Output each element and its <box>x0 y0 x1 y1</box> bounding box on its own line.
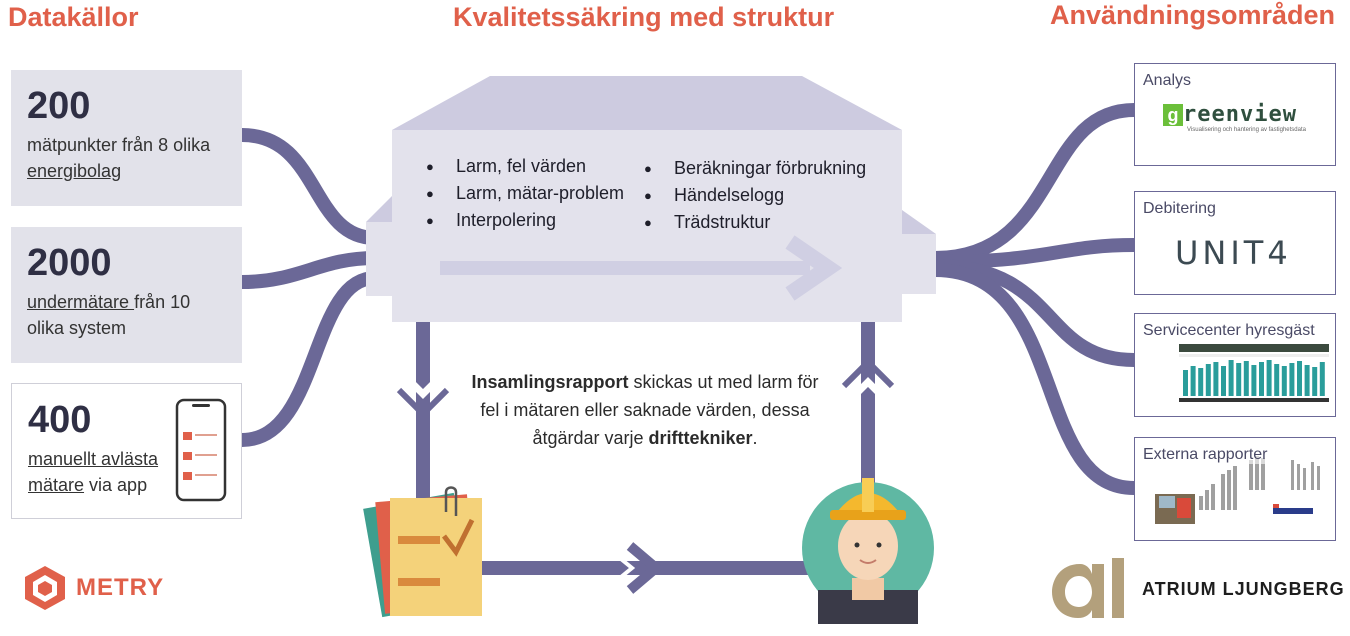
report-description: Insamlingsrapport skickas ut med larm fö… <box>471 372 819 448</box>
up-chevron <box>841 377 895 409</box>
thumbnail-bar <box>1205 364 1211 396</box>
thumbnail-bar <box>1213 362 1219 396</box>
usage-label: Servicecenter hyresgäst <box>1143 322 1315 339</box>
right-chevron <box>626 542 664 594</box>
thumbnail-bar <box>1289 363 1295 396</box>
quality-item: Händelselogg <box>644 182 866 209</box>
technician-icon <box>802 478 934 624</box>
thumbnail-bar <box>1304 365 1310 396</box>
pipe-usage-3 <box>928 259 1141 367</box>
source-description: mätpunkter från 8 olika energibolag <box>27 135 211 181</box>
thumbnail-bar <box>1228 360 1234 396</box>
pipe-loop <box>416 315 875 575</box>
heading-quality: Kvalitetssäkring med struktur <box>453 2 835 32</box>
machine-flow-arrow-head <box>785 235 843 301</box>
thumbnail-bar <box>1243 361 1249 396</box>
usage-box-debitering: Debitering UNIT4 <box>1134 191 1336 295</box>
thumbnail-bar <box>1190 366 1196 396</box>
thumbnail-bar <box>1236 363 1242 396</box>
source-description: undermätare från 10 olika system <box>27 292 191 338</box>
metry-logo: METRY <box>22 564 164 612</box>
metry-logo-text: METRY <box>76 574 165 601</box>
atrium-logo-text: ATRIUM LJUNGBERG <box>1142 578 1345 599</box>
thumbnail-bar <box>1266 360 1272 396</box>
source-number: 400 <box>28 399 92 441</box>
thumbnail-bar <box>1259 362 1264 396</box>
metry-logo-icon <box>25 566 65 610</box>
usage-label: Externa rapporter <box>1143 446 1268 464</box>
thumbnail-bar <box>1251 365 1257 396</box>
thumbnail-bar <box>1221 366 1226 396</box>
down-chevron <box>396 367 450 399</box>
pipe-usage-1 <box>928 103 1141 265</box>
phone-icon <box>175 398 227 502</box>
bar-chart-thumbnail <box>1179 344 1329 402</box>
pipe-usage-4 <box>928 263 1141 495</box>
quality-item: Larm, mätar-problem <box>426 180 624 207</box>
source-description: manuellt avlästa mätare via app <box>28 449 159 495</box>
heading-sources: Datakällor <box>8 2 139 32</box>
machine-flow-arrow-shaft <box>440 261 810 275</box>
quality-item: Beräkningar förbrukning <box>644 155 866 182</box>
unit4-logo: UNIT4 <box>1175 234 1292 272</box>
thumbnail-bar <box>1319 362 1325 396</box>
quality-item: Trädstruktur <box>644 209 866 236</box>
pipe-source-3 <box>235 271 382 447</box>
atrium-logo-mark <box>1052 558 1124 618</box>
usage-box-externa: Externa rapporter <box>1134 437 1336 541</box>
quality-list-left: Larm, fel värden Larm, mätar-problem Int… <box>426 153 624 234</box>
quality-item: Interpolering <box>426 207 624 234</box>
thumbnail-bar <box>1274 364 1280 396</box>
usage-box-servicecenter: Servicecenter hyresgäst <box>1134 313 1336 417</box>
usage-label: Analys <box>1143 72 1192 89</box>
thumbnail-bar <box>1297 361 1302 396</box>
source-number: 2000 <box>27 242 112 284</box>
thumbnail-bar <box>1312 367 1318 396</box>
pipe-usage-2 <box>928 238 1141 269</box>
thumbnail-bar <box>1281 366 1287 396</box>
machine-right-step <box>902 210 936 234</box>
usage-label: Debitering <box>1143 200 1216 217</box>
report-documents-icon <box>363 486 482 618</box>
report-thumbnail <box>1155 456 1320 524</box>
thumbnail-bar <box>1183 370 1188 396</box>
source-box-submeters: 2000 undermätare från 10 olika system <box>11 227 242 363</box>
source-number: 200 <box>27 85 91 127</box>
machine-left-step <box>366 196 392 222</box>
atrium-ljungberg-logo: ATRIUM LJUNGBERG <box>1050 556 1345 622</box>
pipe-source-1 <box>235 128 382 245</box>
quality-list-right: Beräkningar förbrukning Händelselogg Trä… <box>644 155 866 236</box>
quality-item: Larm, fel värden <box>426 153 624 180</box>
source-box-manual: 400 manuellt avlästa mätare via app <box>11 383 242 519</box>
thumbnail-bar <box>1198 368 1204 396</box>
source-box-energy: 200 mätpunkter från 8 olika energibolag <box>11 70 242 206</box>
pipe-source-2 <box>235 251 382 289</box>
heading-usage: Användningsområden <box>1050 0 1336 30</box>
machine-top <box>392 76 902 130</box>
